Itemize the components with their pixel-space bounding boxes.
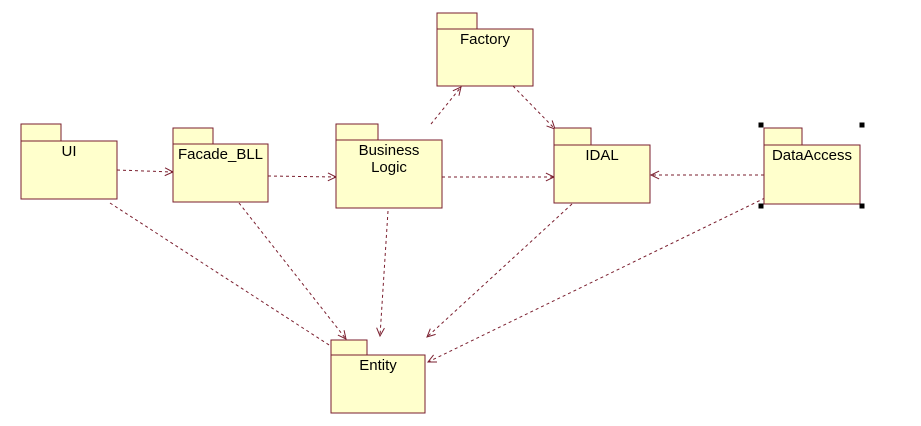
dependency-layer — [109, 85, 766, 363]
selection-handle[interactable] — [758, 122, 764, 128]
package-label: UI — [62, 143, 77, 160]
dependency-arrowhead — [337, 330, 347, 340]
package-label: DataAccess — [772, 147, 852, 164]
package-body — [20, 140, 118, 200]
package-tab — [20, 123, 62, 142]
package-body — [436, 28, 534, 87]
dependency-factory-to-idal[interactable] — [512, 85, 556, 130]
package-tab — [172, 127, 214, 145]
selection-handle[interactable] — [859, 122, 865, 128]
package-label: IDAL — [585, 147, 618, 164]
dependency-idal-to-entity[interactable] — [426, 203, 573, 338]
package-factory[interactable]: Factory — [436, 12, 534, 87]
package-tab — [436, 12, 478, 30]
dependency-data_access-to-entity[interactable] — [426, 197, 766, 363]
package-facade-bll[interactable]: Facade_BLL — [172, 127, 269, 203]
package-label: Business — [359, 142, 420, 159]
dependency-data_access-to-idal[interactable] — [649, 170, 764, 180]
package-entity[interactable]: Entity — [330, 339, 426, 414]
package-body — [330, 354, 426, 414]
dependency-facade_bll-to-entity[interactable] — [238, 202, 347, 340]
dependency-business_logic-to-entity[interactable] — [376, 210, 389, 338]
package-label: Entity — [359, 357, 397, 374]
package-label: Logic — [371, 159, 407, 176]
package-body — [335, 139, 443, 209]
package-data-access[interactable]: DataAccess — [758, 122, 865, 209]
package-tab — [330, 339, 368, 356]
package-label: Factory — [460, 31, 511, 48]
package-tab — [763, 127, 803, 146]
package-body — [172, 143, 269, 203]
dependency-arrowhead — [649, 170, 660, 180]
package-tab — [335, 123, 379, 141]
package-body — [553, 144, 651, 204]
package-tab — [553, 127, 592, 146]
dependency-ui-to-entity[interactable] — [109, 202, 344, 355]
dependency-arrowhead — [426, 328, 436, 338]
dependency-ui-to-facade_bll[interactable] — [116, 167, 175, 177]
package-label: Facade_BLL — [178, 146, 263, 163]
dependency-arrowhead — [426, 354, 438, 363]
dependency-arrowhead — [452, 86, 462, 96]
dependency-business_logic-to-idal[interactable] — [442, 172, 556, 182]
selection-handle[interactable] — [758, 203, 764, 209]
package-idal[interactable]: IDAL — [553, 127, 651, 204]
dependency-business_logic-to-factory[interactable] — [430, 86, 462, 125]
dependency-facade_bll-to-business_logic[interactable] — [267, 172, 338, 182]
selection-handle[interactable] — [859, 203, 865, 209]
package-body — [763, 144, 861, 205]
dependency-arrowhead — [376, 327, 385, 338]
package-ui[interactable]: UI — [20, 123, 118, 200]
